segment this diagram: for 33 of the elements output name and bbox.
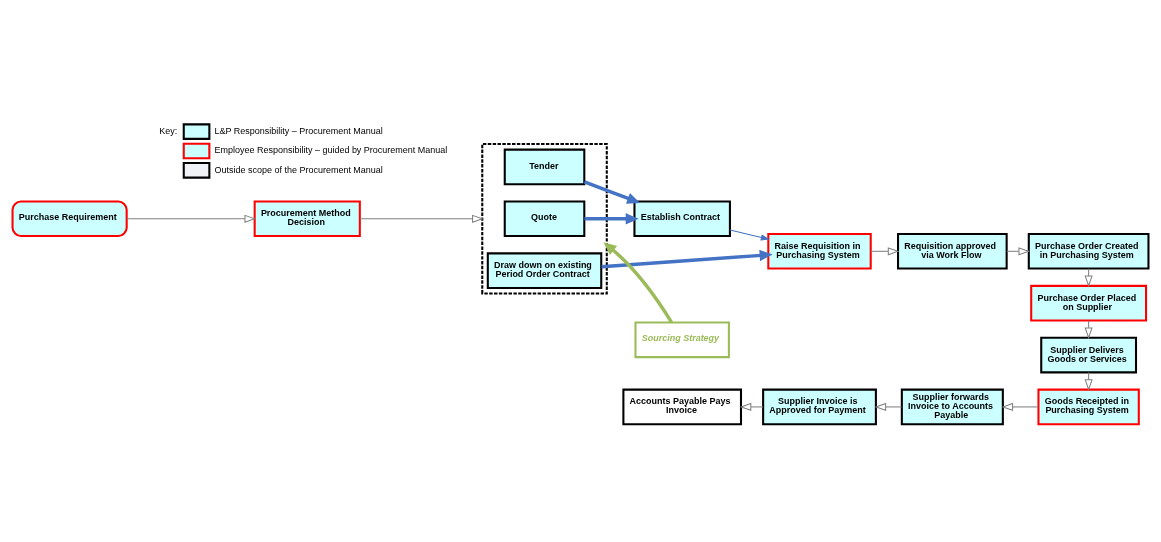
arrow bbox=[870, 247, 900, 256]
node-box: Purchase Order Placed on Supplier bbox=[1030, 284, 1148, 322]
arrow bbox=[583, 180, 641, 204]
node-box: Sourcing Strategy bbox=[634, 321, 730, 359]
node-box: Supplier Delivers Goods or Services bbox=[1040, 336, 1138, 374]
node-box: Accounts Payable Pays Invoice bbox=[622, 388, 743, 426]
legend-label: L&P Responsibility – Procurement Manual bbox=[214, 125, 383, 136]
arrow bbox=[874, 402, 903, 412]
node-box: Quote bbox=[503, 200, 586, 238]
label: Key: bbox=[159, 125, 178, 136]
arrow bbox=[126, 214, 257, 223]
legend-label: Outside scope of the Procurement Manual bbox=[214, 164, 383, 175]
node-box: Raise Requisition in Purchasing System bbox=[767, 232, 872, 270]
node-box: Supplier forwards Invoice to Accounts Payable bbox=[900, 388, 1004, 426]
arrow bbox=[1006, 247, 1031, 256]
arrow bbox=[584, 213, 639, 225]
node-box: Procurement Method Decision bbox=[253, 200, 361, 238]
legend-label: Employee Responsibility – guided by Procurement Manual bbox=[214, 145, 448, 156]
arrow bbox=[359, 214, 484, 223]
node-box: Requisition approved via Work Flow bbox=[897, 232, 1008, 270]
node-box: Supplier Invoice is Approved for Payment bbox=[762, 388, 877, 426]
node-box: Goods Receipted in Purchasing System bbox=[1037, 388, 1140, 426]
arrow bbox=[729, 229, 770, 241]
node-box: Purchase Requirement bbox=[11, 200, 128, 238]
arrow bbox=[601, 249, 773, 269]
node-box: Establish Contract bbox=[633, 200, 731, 238]
node-box: Purchase Order Created in Purchasing System bbox=[1027, 232, 1150, 270]
arrow bbox=[1001, 402, 1039, 412]
arrow bbox=[739, 402, 764, 412]
node-box: Draw down on existing Period Order Contract bbox=[486, 252, 603, 289]
cluster bbox=[481, 143, 608, 295]
node-box: Tender bbox=[503, 148, 586, 186]
arrow bbox=[603, 242, 674, 324]
